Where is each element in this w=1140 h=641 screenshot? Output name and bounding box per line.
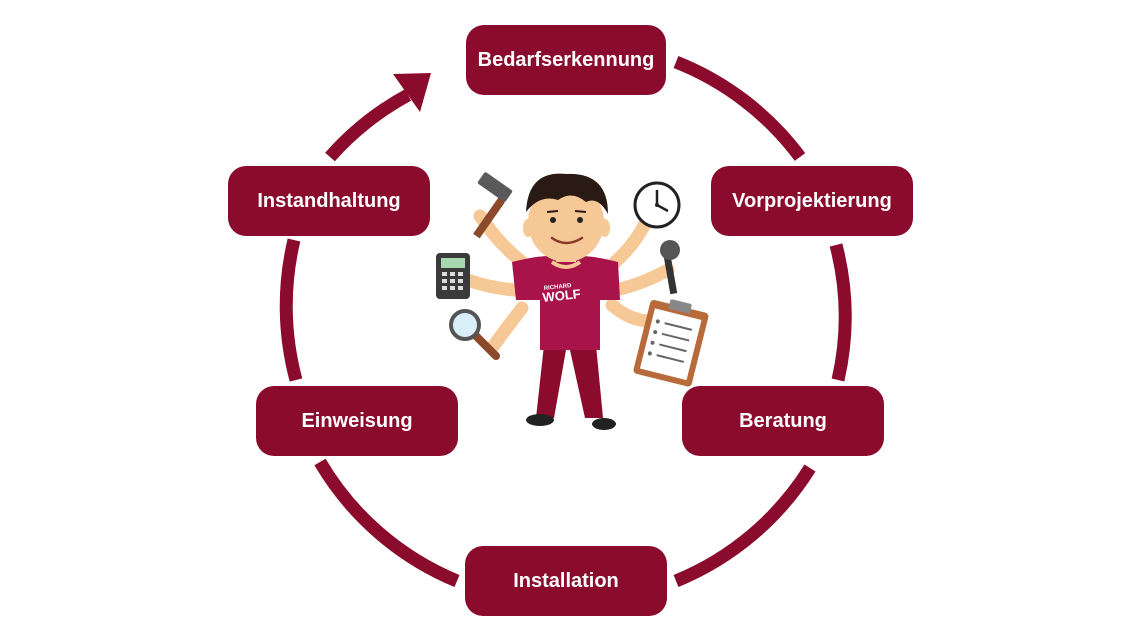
stage-vorprojektierung[interactable]: Vorprojektierung	[711, 166, 913, 236]
stage-label: Einweisung	[301, 409, 413, 432]
stage-instandhaltung[interactable]: Instandhaltung	[228, 166, 430, 236]
stage-beratung[interactable]: Beratung	[682, 386, 884, 456]
stage-label: Beratung	[739, 409, 827, 432]
stage-installation[interactable]: Installation	[465, 546, 667, 616]
ring-segment-bottom-right	[673, 464, 816, 588]
stage-label: Vorprojektierung	[732, 189, 892, 212]
cycle-arrowhead-icon	[393, 73, 431, 112]
calculator-icon	[436, 253, 470, 299]
ring-segment-top-left	[325, 89, 412, 162]
ring-segment-right	[829, 243, 852, 382]
hammer-icon	[473, 172, 513, 239]
mascot-illustration: RICHARD WOLF	[436, 172, 709, 430]
stage-bedarfserkennung[interactable]: Bedarfserkennung	[466, 25, 666, 95]
stage-label: Instandhaltung	[257, 189, 401, 212]
microphone-icon	[660, 240, 680, 295]
shirt-logo-big: WOLF	[542, 286, 582, 305]
stage-label: Installation	[513, 569, 619, 592]
shirt-logo-small: RICHARD	[544, 283, 573, 292]
cycle-ring	[279, 55, 852, 588]
clipboard-icon	[633, 299, 709, 387]
ring-segment-top-right	[673, 55, 806, 161]
stage-label: Bedarfserkennung	[477, 48, 655, 71]
clock-icon	[633, 181, 681, 229]
stage-einweisung[interactable]: Einweisung	[256, 386, 458, 456]
ring-segment-left	[279, 238, 303, 382]
ring-segment-bottom-left	[314, 458, 460, 588]
magnifier-icon	[449, 309, 500, 360]
